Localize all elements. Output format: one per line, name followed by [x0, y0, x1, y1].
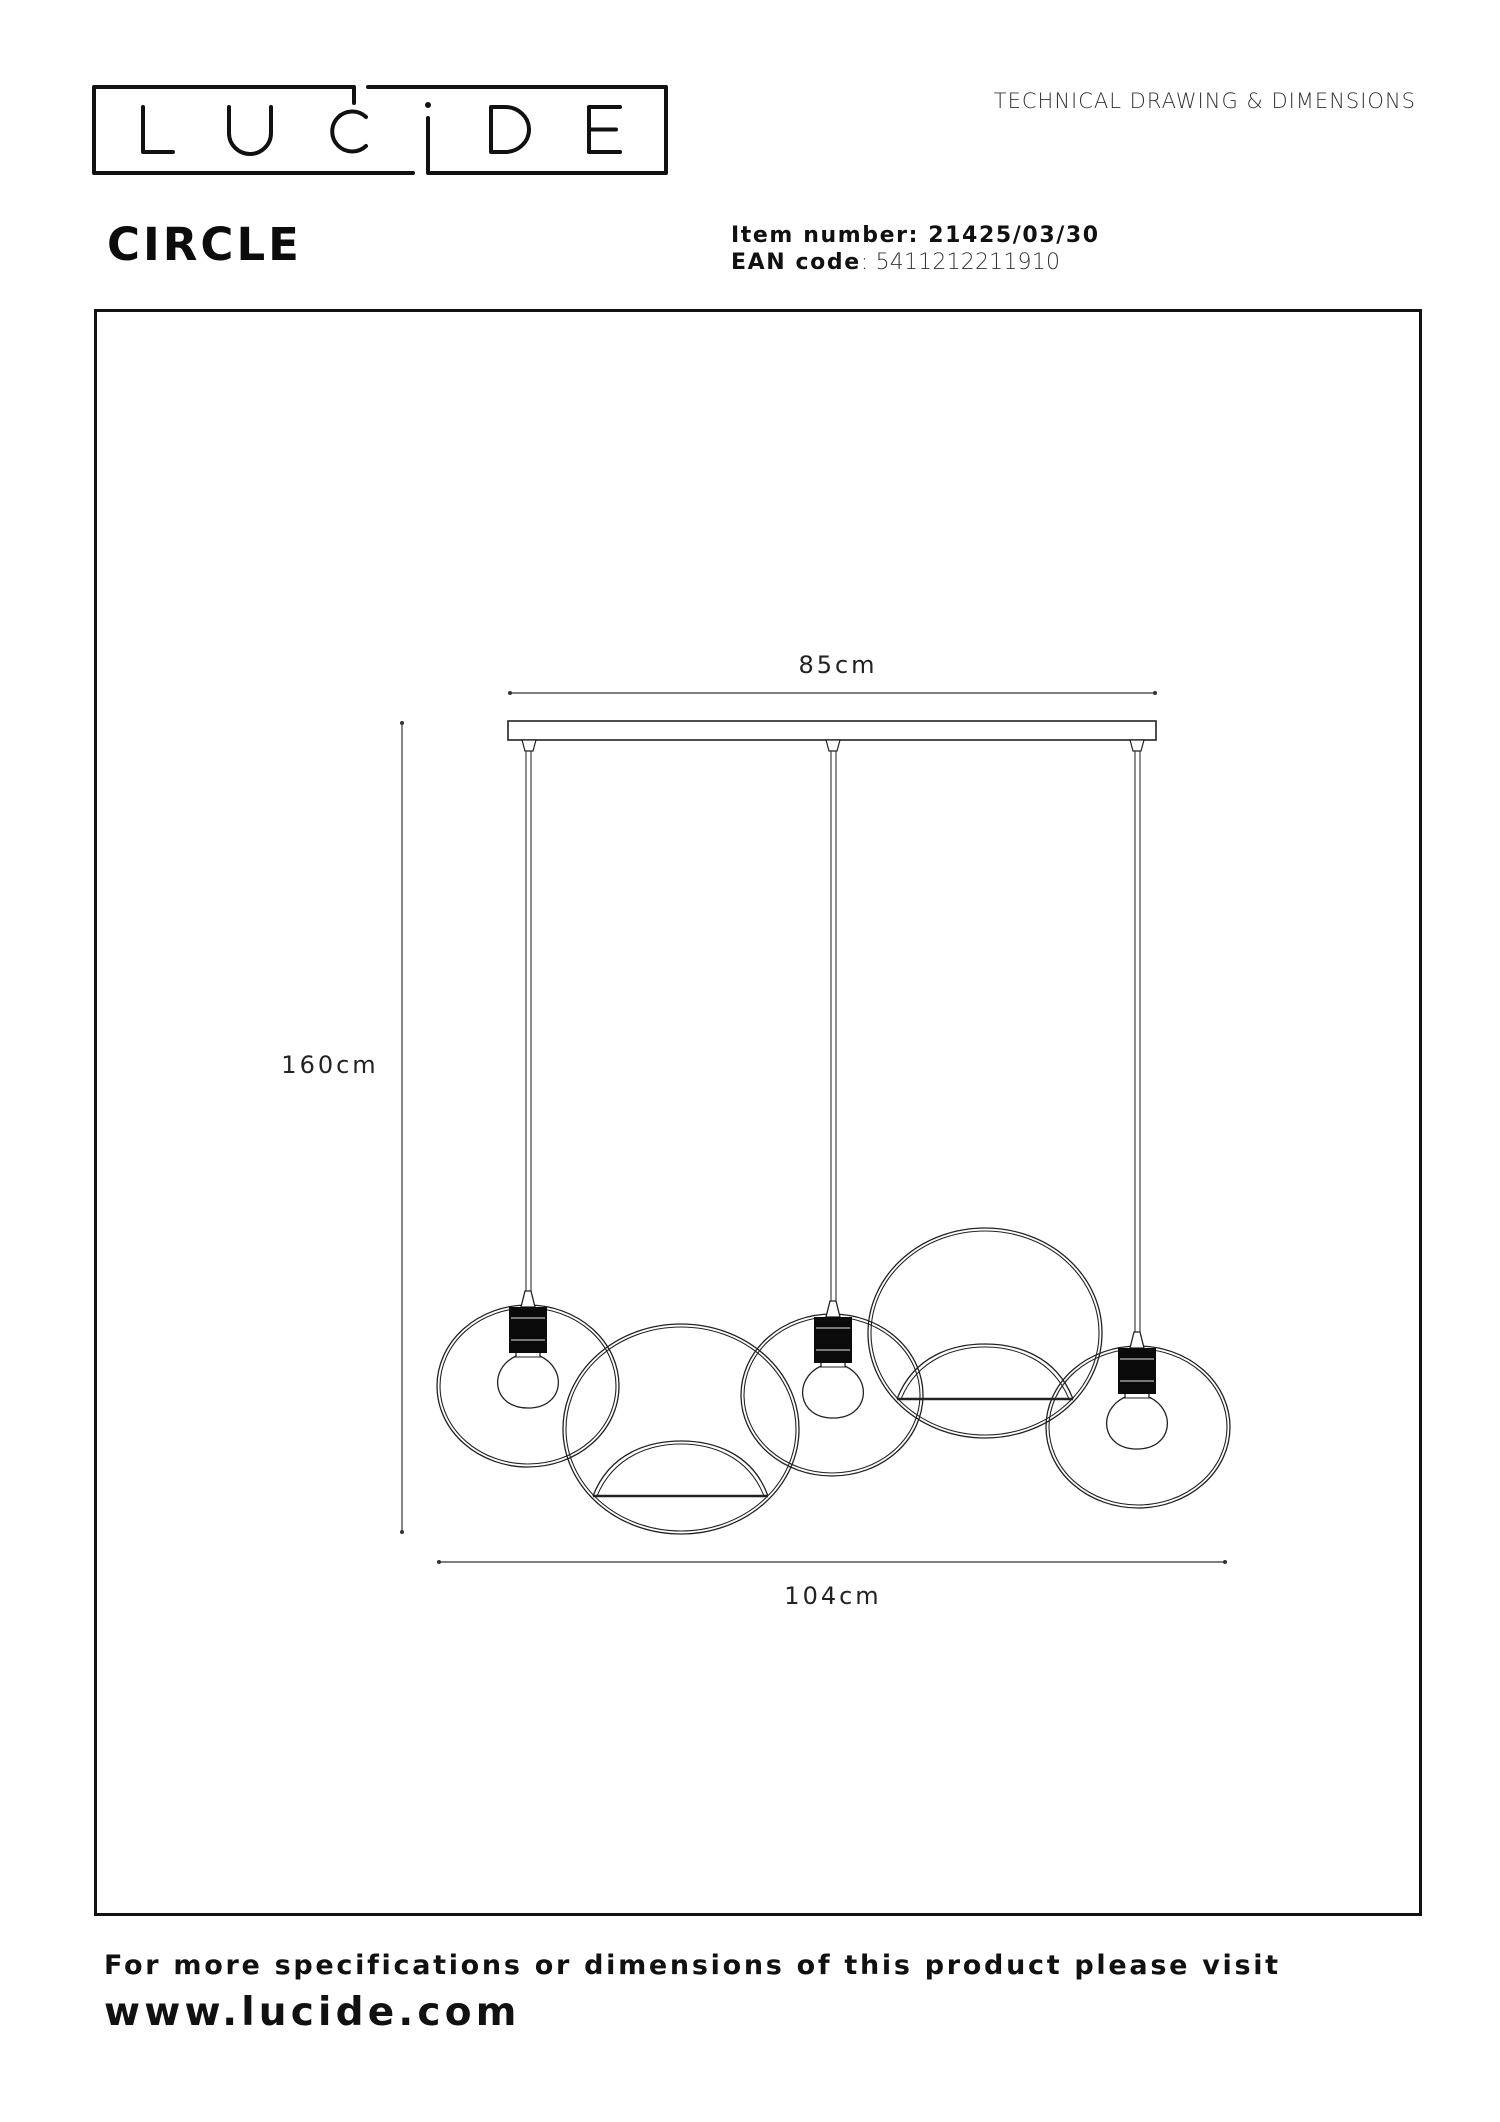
logo-frame-right: [366, 85, 668, 175]
ean-separator: :: [860, 250, 876, 275]
logo-i-dot: [425, 102, 431, 108]
logo-letter-u: [227, 105, 273, 156]
logo-letter-l: [141, 105, 175, 154]
footer-website[interactable]: www.lucide.com: [104, 1990, 521, 2035]
logo-letter-e: [587, 105, 622, 154]
lucide-logo: [92, 85, 668, 175]
product-name: CIRCLE: [107, 218, 302, 271]
ean-label: EAN code: [731, 250, 861, 275]
document-type-title: TECHNICAL DRAWING & DIMENSIONS: [993, 89, 1416, 113]
ean-row: EAN code: 5411212211910: [731, 249, 1100, 276]
footer-note: For more specifications or dimensions of…: [104, 1950, 1281, 1981]
item-number-value: 21425/03/30: [928, 223, 1100, 248]
logo-letter-d: [489, 105, 531, 154]
item-number-row: Item number: 21425/03/30: [731, 222, 1100, 249]
logo-frame-left: [92, 85, 415, 175]
ean-value: 5411212211910: [875, 250, 1061, 275]
product-meta: Item number: 21425/03/30 EAN code: 54112…: [731, 222, 1100, 276]
item-number-label: Item number:: [731, 223, 929, 248]
website-link[interactable]: www.lucide.com: [104, 1990, 521, 2035]
logo-letter-c: [330, 109, 368, 154]
drawing-frame: [94, 309, 1422, 1916]
